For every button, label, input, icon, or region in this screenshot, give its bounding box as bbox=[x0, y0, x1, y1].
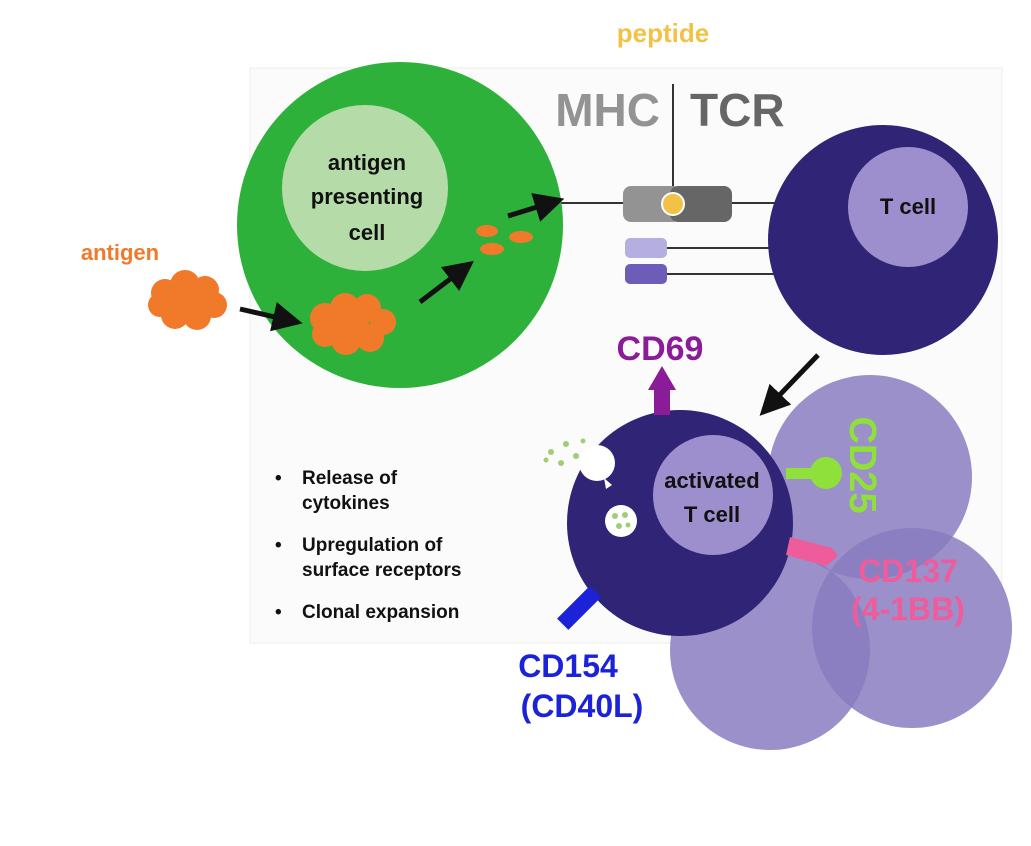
arrow-uptake bbox=[239, 302, 303, 332]
cd154-label-line2: (CD40L) bbox=[521, 688, 644, 724]
cd69-label: CD69 bbox=[617, 330, 704, 368]
clone-cell-bottom-right bbox=[812, 528, 1012, 728]
activated-label-line1: activated bbox=[664, 468, 759, 493]
effect-upregulation-line2: surface receptors bbox=[302, 560, 462, 581]
apc-label-line2: presenting bbox=[311, 184, 423, 209]
effect-clonal-expansion-line1: Clonal expansion bbox=[302, 602, 460, 623]
receptor-dark bbox=[625, 264, 667, 284]
peptide-label: peptide bbox=[617, 18, 709, 48]
t-cell-nucleus bbox=[848, 147, 968, 267]
cd137-label-line1: CD137 bbox=[858, 553, 958, 589]
process-arrows bbox=[239, 193, 820, 416]
effect-cytokines-line2: cytokines bbox=[302, 493, 390, 514]
effect-upregulation-line1: Upregulation of bbox=[302, 535, 443, 556]
activated-t-cell-nucleus bbox=[653, 435, 773, 555]
effect-upregulation: • Upregulation of surface receptors bbox=[275, 535, 462, 581]
mhc-label: MHC bbox=[555, 84, 660, 136]
effect-cytokines-line1: Release of bbox=[302, 468, 398, 489]
arrow-processing bbox=[418, 260, 474, 304]
cd137-label-line2: (4-1BB) bbox=[851, 591, 965, 627]
cytokine-release bbox=[543, 438, 637, 537]
peptide-dot bbox=[661, 192, 685, 216]
cd154-receptor bbox=[557, 586, 601, 630]
activated-label-line2: T cell bbox=[684, 502, 740, 527]
apc-label-line1: antigen bbox=[328, 150, 406, 175]
cd25-receptor bbox=[786, 457, 842, 489]
apc-nucleus bbox=[282, 105, 448, 271]
tcr-molecule bbox=[670, 186, 732, 222]
arrow-presentation bbox=[507, 193, 565, 222]
antigen-label: antigen bbox=[81, 240, 159, 265]
effect-cytokines: • Release of cytokines bbox=[275, 468, 398, 514]
effect-clonal-expansion: • Clonal expansion bbox=[275, 602, 460, 623]
clone-cell-top bbox=[768, 375, 972, 579]
arrow-activation bbox=[759, 353, 820, 416]
internalized-antigen-cluster bbox=[310, 293, 396, 355]
antigen-cluster bbox=[148, 270, 227, 330]
antigen-fragments bbox=[476, 225, 533, 255]
t-cell-label: T cell bbox=[880, 194, 936, 219]
activation-effects-list: • Release of cytokines • Upregulation of… bbox=[275, 466, 532, 642]
cd25-label: CD25 bbox=[841, 416, 883, 513]
receptor-light bbox=[625, 238, 667, 258]
apc-label-line3: cell bbox=[349, 220, 386, 245]
cd137-receptor bbox=[786, 537, 838, 566]
tcr-label: TCR bbox=[690, 84, 785, 136]
cd154-label-line1: CD154 bbox=[518, 648, 618, 684]
cd69-receptor bbox=[648, 366, 676, 415]
